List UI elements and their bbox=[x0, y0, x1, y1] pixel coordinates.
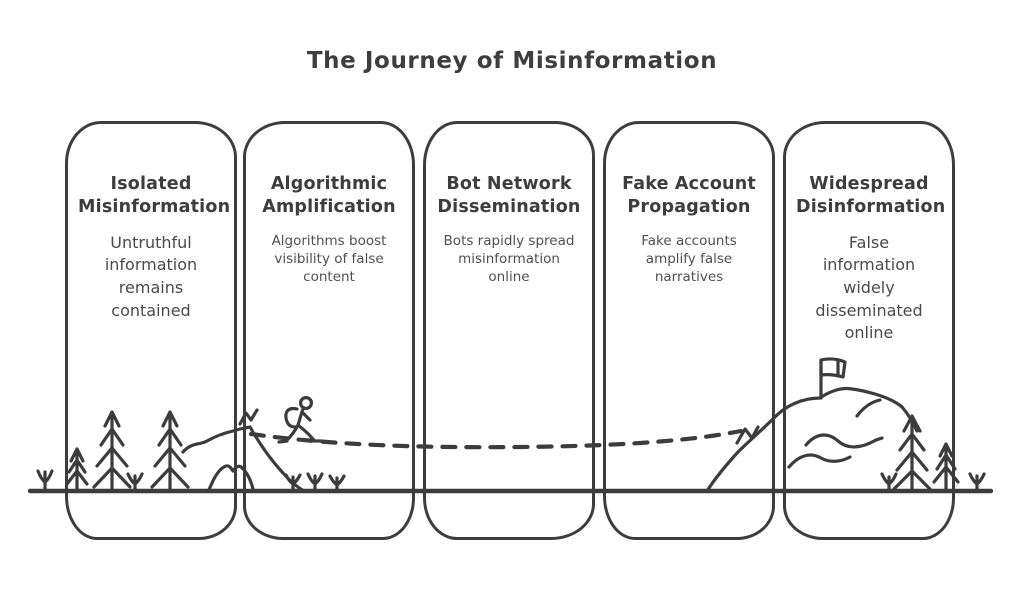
stage-description: Fake accounts amplify false narratives bbox=[641, 232, 737, 285]
stage-title: Fake Account Propagation bbox=[622, 174, 756, 217]
stage-title: Algorithmic Amplification bbox=[262, 174, 396, 217]
stage-panel-widespread-disinformation: Widespread Disinformation False informat… bbox=[783, 121, 955, 540]
stage-description: Bots rapidly spread misinformation onlin… bbox=[443, 232, 575, 285]
sprout-icon bbox=[36, 469, 54, 493]
stage-panel-fake-account-propagation: Fake Account Propagation Fake accounts a… bbox=[603, 121, 775, 540]
stage-description: Algorithms boost visibility of false con… bbox=[271, 232, 387, 285]
stage-panel-algorithmic-amplification: Algorithmic Amplification Algorithms boo… bbox=[243, 121, 415, 540]
page-title: The Journey of Misinformation bbox=[306, 48, 718, 74]
stage-description: False information widely disseminated on… bbox=[815, 232, 923, 343]
stage-title: Bot Network Dissemination bbox=[437, 174, 581, 217]
stage-description: Untruthful information remains contained bbox=[104, 232, 198, 320]
stage-panel-bot-network-dissemination: Bot Network Dissemination Bots rapidly s… bbox=[423, 121, 595, 540]
stage-title: Widespread Disinformation bbox=[796, 174, 946, 217]
stage-panel-isolated-misinformation: Isolated Misinformation Untruthful infor… bbox=[65, 121, 237, 540]
sprout-icon bbox=[968, 472, 986, 493]
stage-title: Isolated Misinformation bbox=[78, 174, 231, 217]
